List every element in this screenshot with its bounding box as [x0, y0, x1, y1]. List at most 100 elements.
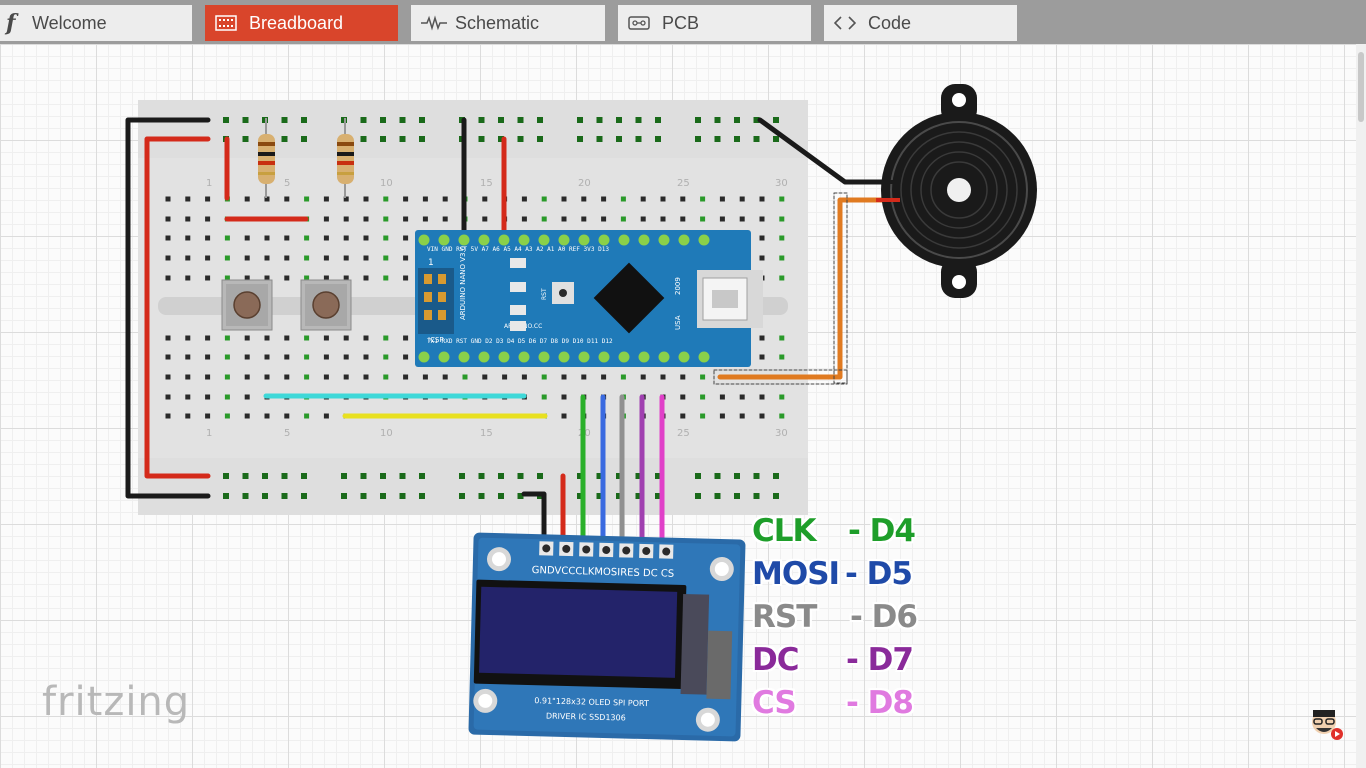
- breadboard-hole: [680, 374, 686, 380]
- row-number-bottom: 5: [284, 428, 290, 439]
- rail-hole: [655, 493, 661, 499]
- breadboard-hole: [264, 354, 270, 360]
- nano-pin-bottom: [518, 351, 530, 363]
- tab-bar: f Welcome Breadboard Schematic PCB Code: [0, 0, 1366, 44]
- resistor-1[interactable]: [258, 118, 275, 198]
- breadboard-hole: [363, 255, 369, 261]
- breadboard-hole: [205, 235, 211, 241]
- tab-welcome[interactable]: f Welcome: [0, 5, 192, 41]
- nano-pin-bottom: [578, 351, 590, 363]
- nano-pin-bottom: [698, 351, 710, 363]
- rail-hole: [262, 473, 268, 479]
- oled-pin-hole: [542, 544, 551, 553]
- tab-breadboard[interactable]: Breadboard: [205, 5, 398, 41]
- rail-hole: [695, 117, 701, 123]
- breadboard-hole: [205, 335, 211, 341]
- breadboard-hole: [284, 413, 290, 419]
- breadboard-hole: [561, 216, 567, 222]
- breadboard-hole: [165, 374, 171, 380]
- rail-hole: [419, 473, 425, 479]
- breadboard-hole: [205, 413, 211, 419]
- breadboard-hole: [640, 216, 646, 222]
- breadboard-hole: [205, 354, 211, 360]
- breadboard-hole: [541, 196, 547, 202]
- breadboard-hole: [363, 374, 369, 380]
- nano-pin-bottom: [438, 351, 450, 363]
- rail-hole: [498, 117, 504, 123]
- pin-signal-clk: CLK: [752, 513, 817, 549]
- breadboard-hole: [244, 335, 250, 341]
- pushbutton-2[interactable]: [300, 279, 352, 331]
- resistor-2[interactable]: [337, 118, 354, 198]
- vertical-scrollbar[interactable]: [1356, 44, 1366, 768]
- breadboard-hole: [660, 374, 666, 380]
- breadboard-hole: [442, 196, 448, 202]
- pin-signal-dc: DC: [752, 642, 799, 678]
- wire-red-left: [144, 136, 211, 479]
- nano-pin-bottom: [538, 351, 550, 363]
- breadboard-hole: [620, 216, 626, 222]
- pin-target-d7: - D7: [846, 642, 914, 678]
- arduino-nano[interactable]: 1 ICSP VIN GND RST 5V A7 A6 A5 A4 A3 A2 …: [415, 230, 763, 367]
- rail-hole: [281, 493, 288, 499]
- rail-hole: [753, 493, 760, 499]
- rail-hole: [753, 136, 760, 142]
- breadboard-hole: [323, 275, 329, 281]
- breadboard-hole: [343, 196, 349, 202]
- arduino-one-label: 1: [428, 258, 434, 268]
- breadboard-hole: [224, 413, 230, 419]
- breadboard-hole: [304, 335, 310, 341]
- rail-hole: [360, 473, 367, 479]
- tab-welcome-label: Welcome: [32, 12, 107, 33]
- breadboard-hole: [363, 354, 369, 360]
- breadboard-hole: [581, 374, 587, 380]
- breadboard-hole: [403, 255, 409, 261]
- piezo-buzzer[interactable]: [876, 84, 1037, 298]
- code-brackets-icon: [833, 15, 857, 31]
- pushbutton-1[interactable]: [221, 279, 273, 331]
- rail-hole: [459, 493, 465, 499]
- breadboard-hole: [620, 374, 626, 380]
- tab-breadboard-label: Breadboard: [249, 12, 344, 33]
- breadboard-hole: [363, 196, 369, 202]
- breadboard-hole: [759, 413, 765, 419]
- breadboard-hole: [304, 255, 310, 261]
- breadboard-hole: [264, 196, 270, 202]
- pin-signal-rst: RST: [752, 599, 817, 635]
- breadboard-hole: [185, 354, 191, 360]
- breadboard-hole: [403, 275, 409, 281]
- rail-hole: [380, 473, 386, 479]
- scrollbar-thumb[interactable]: [1358, 52, 1364, 122]
- rail-hole: [635, 493, 642, 499]
- breadboard-hole: [779, 275, 785, 281]
- breadboard-hole: [403, 216, 409, 222]
- wire-orange-buzzer: [717, 197, 886, 380]
- breadboard-hole: [185, 235, 191, 241]
- breadboard-hole: [779, 335, 785, 341]
- breadboard-hole: [422, 216, 428, 222]
- rail-hole: [399, 136, 406, 142]
- rail-hole: [419, 136, 425, 142]
- rail-hole: [635, 136, 642, 142]
- rail-hole: [616, 117, 622, 123]
- tab-schematic[interactable]: Schematic: [411, 5, 605, 41]
- rail-hole: [478, 136, 485, 142]
- rail-hole: [223, 473, 229, 479]
- rail-hole: [655, 117, 661, 123]
- tab-pcb[interactable]: PCB: [618, 5, 811, 41]
- breadboard-hole: [205, 275, 211, 281]
- row-number-bottom: 15: [480, 428, 493, 439]
- nano-pin-bottom: [558, 351, 570, 363]
- row-number-top: 10: [380, 178, 393, 189]
- tab-code[interactable]: Code: [824, 5, 1017, 41]
- breadboard-hole: [700, 216, 706, 222]
- row-number-top: 25: [677, 178, 690, 189]
- breadboard-hole: [323, 216, 329, 222]
- rail-hole: [360, 136, 367, 142]
- nano-pin-bottom: [478, 351, 490, 363]
- oled-display-module[interactable]: GNDVCCCLKMOSIRES DC CS 0.91"128x32 OLED …: [468, 532, 746, 742]
- breadboard-hole: [244, 413, 250, 419]
- breadboard-hole: [205, 255, 211, 261]
- breadboard-hole: [205, 216, 211, 222]
- rail-hole: [596, 493, 603, 499]
